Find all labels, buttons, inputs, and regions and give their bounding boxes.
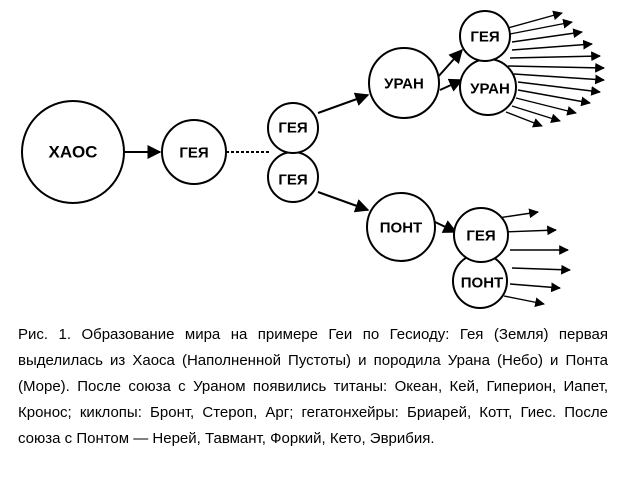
- connector-arrows: [124, 48, 464, 233]
- arrow-uranus-to-uranus: [439, 78, 464, 92]
- arrow-gaia-to-uranus: [317, 92, 370, 114]
- node-label: ПОНТ: [380, 220, 422, 237]
- arrow-pontus-to-gaia: [434, 220, 458, 233]
- node-label: ПОНТ: [461, 275, 503, 292]
- node-label: УРАН: [384, 76, 424, 93]
- node-gaia-1: ГЕЯ: [161, 119, 227, 185]
- pontus-children-arrow-fan: [497, 208, 571, 308]
- node-label: ХАОС: [49, 143, 98, 162]
- node-label: ГЕЯ: [278, 120, 307, 137]
- arrow-gaia-to-pontus: [317, 191, 370, 213]
- node-label: ГЕЯ: [470, 29, 499, 46]
- node-pontus-2: ПОНТ: [452, 253, 508, 309]
- node-uranus-1: УРАН: [368, 47, 440, 119]
- node-label: ГЕЯ: [466, 228, 495, 245]
- node-label: УРАН: [470, 81, 510, 98]
- arrow-uranus-to-gaia: [436, 48, 463, 79]
- node-gaia-2: ГЕЯ: [267, 102, 319, 154]
- node-uranus-2: УРАН: [459, 58, 517, 116]
- node-pontus-1: ПОНТ: [366, 192, 436, 262]
- node-gaia-4: ГЕЯ: [459, 10, 511, 62]
- node-label: ГЕЯ: [179, 145, 208, 162]
- node-chaos: ХАОС: [21, 100, 125, 204]
- genealogy-diagram: ХАОС ГЕЯ ГЕЯ ГЕЯ УРАН УРАН ГЕЯ ПОНТ ПОНТ…: [21, 10, 605, 309]
- node-gaia-5: ГЕЯ: [453, 207, 509, 263]
- node-gaia-3: ГЕЯ: [267, 151, 319, 203]
- node-label: ГЕЯ: [278, 172, 307, 189]
- titans-arrow-fan: [505, 10, 605, 128]
- figure-caption: Рис. 1. Образование мира на примере Геи …: [18, 326, 608, 447]
